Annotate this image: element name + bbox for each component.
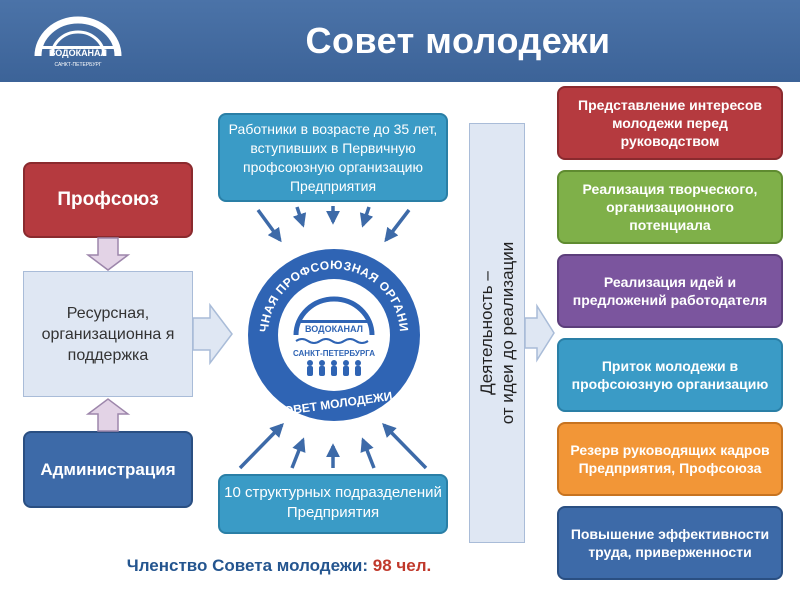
vodokanal-logo: ВОДОКАНАЛ САНКТ-ПЕТЕРБУРГ (34, 16, 122, 68)
administration-label: Администрация (40, 459, 176, 479)
page-title: Совет молодежи (305, 20, 611, 61)
result-box-reserve: Резерв руководящих кадров Предприятия, П… (557, 422, 783, 496)
profsoyuz-label: Профсоюз (57, 189, 159, 210)
logo-text: ВОДОКАНАЛ (49, 48, 107, 58)
arrow-top-5 (384, 208, 411, 243)
result-label: Представление интересов молодежи перед р… (578, 97, 762, 149)
administration-box: Администрация (23, 431, 193, 508)
arrow-top-4 (359, 206, 374, 228)
result-box-ideas: Реализация идей и предложений работодате… (557, 254, 783, 328)
arrows-bottom (238, 422, 428, 470)
result-box-influx: Приток молодежи в профсоюзную организаци… (557, 338, 783, 412)
arrow-activity-right (524, 303, 555, 363)
header-bar: ВОДОКАНАЛ САНКТ-ПЕТЕРБУРГ Совет молодежи (0, 0, 800, 82)
result-label: Резерв руководящих кадров Предприятия, П… (570, 442, 770, 476)
result-label: Повышение эффективности труда, привержен… (570, 526, 770, 560)
people-icon (307, 360, 361, 376)
arrow-top-1 (256, 208, 282, 243)
arrow-bottom-5 (382, 422, 428, 470)
logo-subtext: САНКТ-ПЕТЕРБУРГ (54, 62, 101, 68)
units-box: 10 структурных подразделений Предприятия (218, 474, 448, 534)
result-label: Приток молодежи в профсоюзную организаци… (571, 358, 769, 392)
membership-label: Членство Совета молодежи: (126, 556, 368, 575)
emblem-city: САНКТ-ПЕТЕРБУРГА (293, 349, 375, 358)
arrow-bottom-2 (290, 437, 306, 469)
result-box-creative-potential: Реализация творческого, организационного… (557, 170, 783, 244)
units-label: 10 структурных подразделений Предприятия (224, 484, 442, 521)
arrows-top (256, 206, 411, 243)
arrow-bottom-1 (238, 422, 284, 470)
arrow-resource-right (192, 302, 233, 366)
arrow-bottom-4 (360, 437, 376, 469)
result-box-representation: Представление интересов молодежи перед р… (557, 86, 783, 160)
workers-box: Работники в возрасте до 35 лет, вступивш… (218, 113, 448, 202)
resource-support-box: Ресурсная, организационна я поддержка (23, 271, 193, 397)
arrow-admin-up (85, 398, 131, 432)
result-box-efficiency: Повышение эффективности труда, привержен… (557, 506, 783, 580)
resource-support-label: Ресурсная, организационна я поддержка (41, 304, 175, 364)
emblem-brand: ВОДОКАНАЛ (305, 324, 363, 334)
result-label: Реализация творческого, организационного… (582, 181, 758, 233)
result-label: Реализация идей и предложений работодате… (572, 274, 768, 308)
activity-box (469, 123, 525, 543)
membership-count: 98 чел. (372, 556, 432, 575)
workers-label: Работники в возрасте до 35 лет, вступивш… (228, 120, 438, 194)
profsoyuz-box: Профсоюз (23, 162, 193, 238)
arrow-profsoyuz-down (85, 237, 131, 271)
arrow-top-2 (292, 206, 307, 228)
membership-footer: Членство Совета молодежи: 98 чел. (0, 556, 558, 576)
